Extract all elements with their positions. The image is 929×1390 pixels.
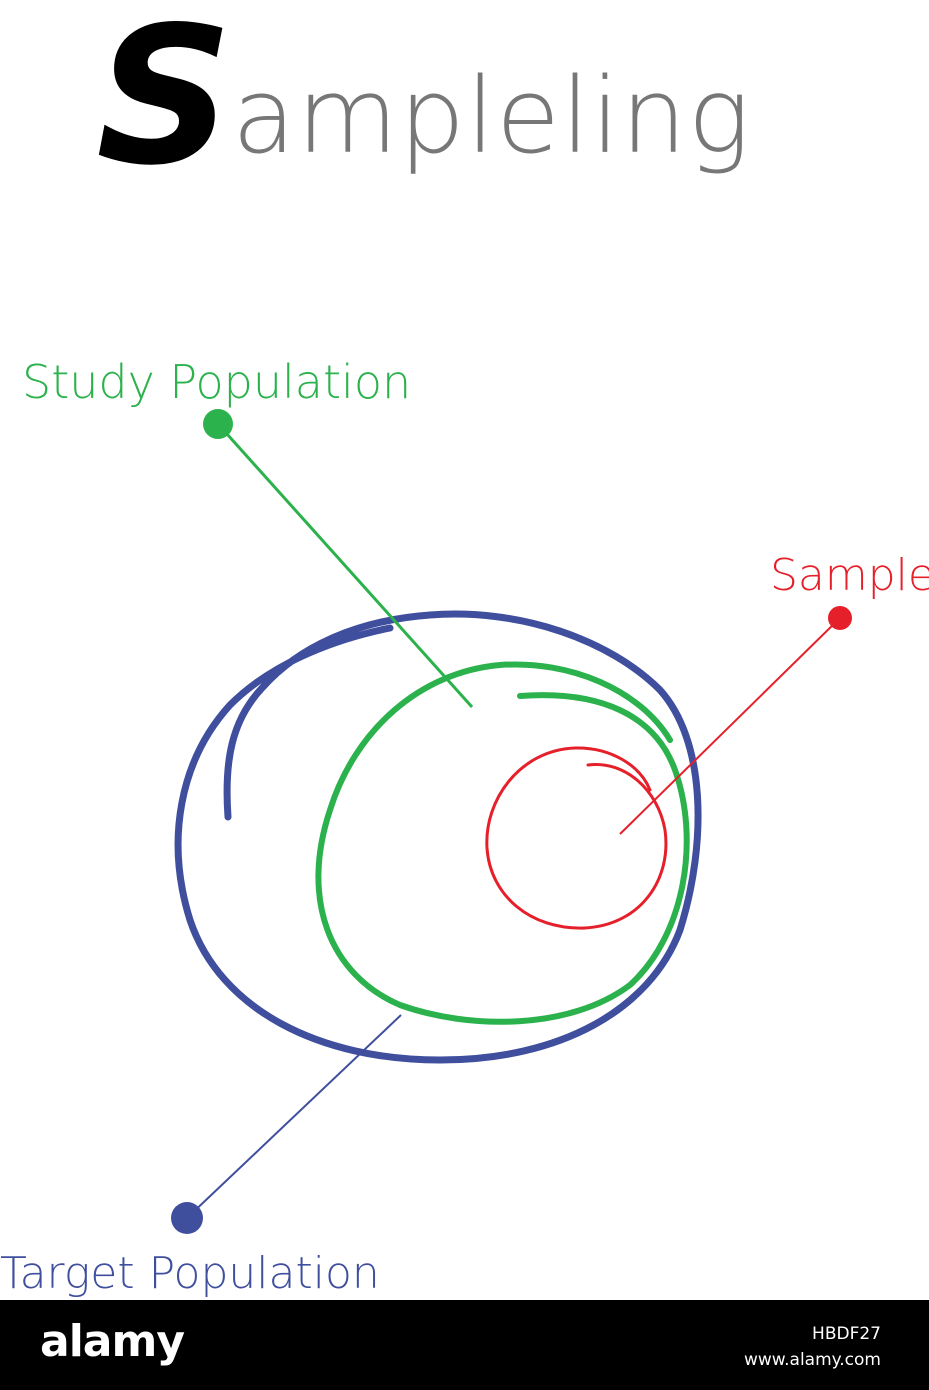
study-population-loop bbox=[315, 661, 690, 1025]
title-rest: ampleling bbox=[232, 55, 751, 177]
watermark-footer: alamy HBDF27 www.alamy.com bbox=[0, 1300, 929, 1390]
sample-loop bbox=[485, 746, 668, 930]
sample-dot bbox=[828, 606, 852, 630]
sample-label: Sample bbox=[770, 550, 929, 601]
target-population-dot bbox=[171, 1202, 203, 1234]
watermark-brand: alamy bbox=[40, 1316, 185, 1367]
sample-pointer bbox=[619, 617, 841, 835]
target-population-label: Target Population bbox=[0, 1248, 380, 1299]
title-initial: S bbox=[96, 0, 233, 207]
target-population-loop bbox=[174, 610, 702, 1064]
study-population-pointer bbox=[216, 422, 474, 709]
sampling-diagram: S ampleling Study Population Sample Targ… bbox=[0, 0, 929, 1299]
study-population-dot bbox=[203, 409, 233, 439]
watermark-url: www.alamy.com bbox=[743, 1350, 881, 1370]
study-population-label: Study Population bbox=[22, 355, 411, 409]
watermark-image-id: HBDF27 bbox=[812, 1324, 881, 1344]
target-population-pointer bbox=[186, 1014, 402, 1219]
